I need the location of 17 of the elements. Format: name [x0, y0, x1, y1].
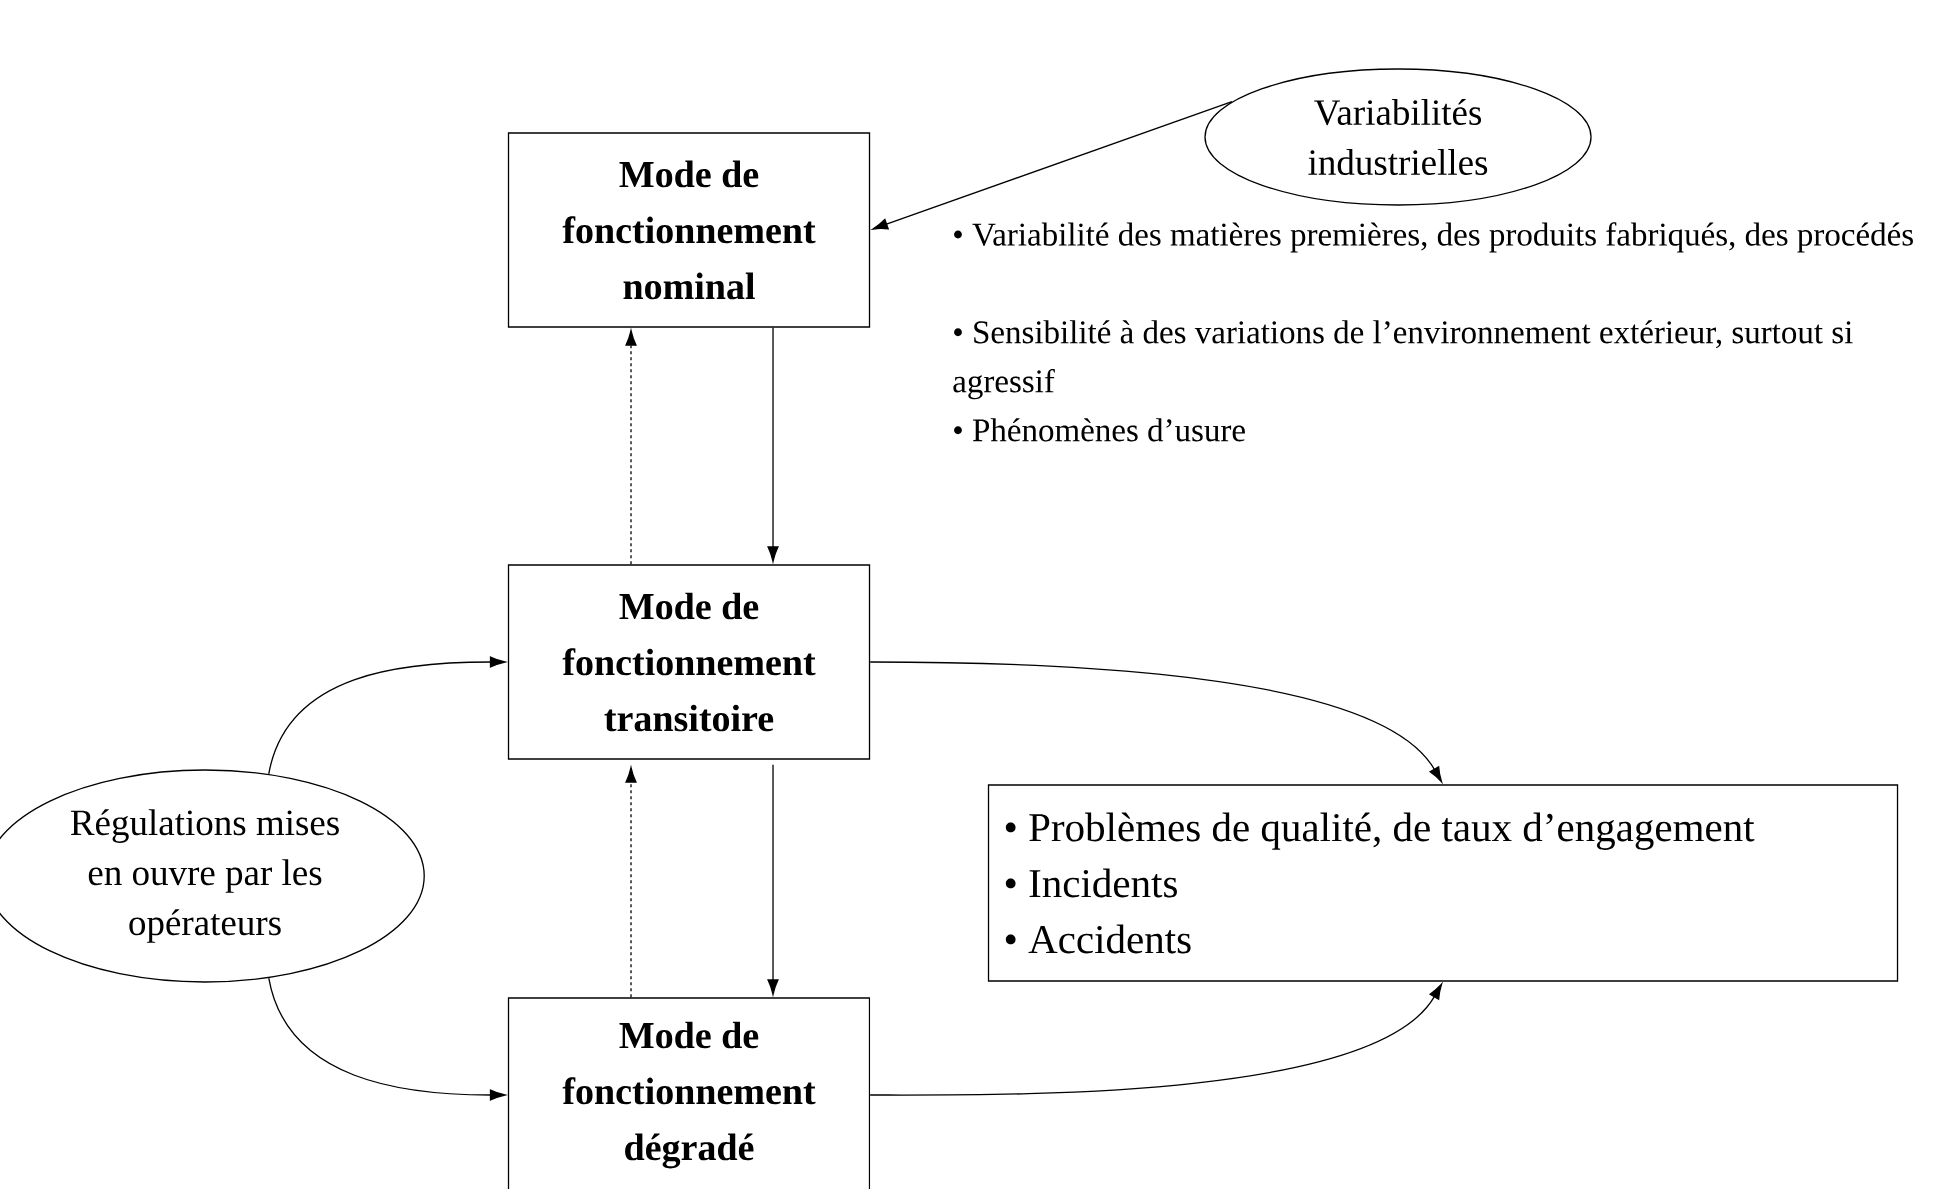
arrow — [767, 764, 779, 995]
arrow — [625, 330, 637, 565]
outcome-box: • Problèmes de qualité, de taux d’engagement • Incidents • Accidents — [987, 784, 1899, 982]
arrow — [767, 327, 779, 562]
arrow — [268, 656, 506, 775]
arrow — [869, 661, 1443, 783]
arrow — [268, 977, 506, 1101]
arrow — [869, 983, 1443, 1096]
mode-box: Mode de fonctionnement dégradé — [507, 997, 871, 1189]
mode-box: Mode de fonctionnement transitoire — [507, 564, 871, 760]
bullet-note: • Sensibilité à des variations de l’environnement extérieur, surtout si agressif — [953, 320, 1853, 400]
arrow — [872, 101, 1233, 230]
mode-box: Mode de fonctionnement nominal — [507, 132, 871, 328]
bullet-note: • Variabilité des matières premières, des produits fabriqués, des procédés — [954, 222, 1913, 253]
arrow — [625, 767, 637, 998]
ellipse-node: Variabilités industrielles — [1204, 68, 1592, 206]
bullet-note: • Phénomènes d’usure — [954, 418, 1245, 442]
